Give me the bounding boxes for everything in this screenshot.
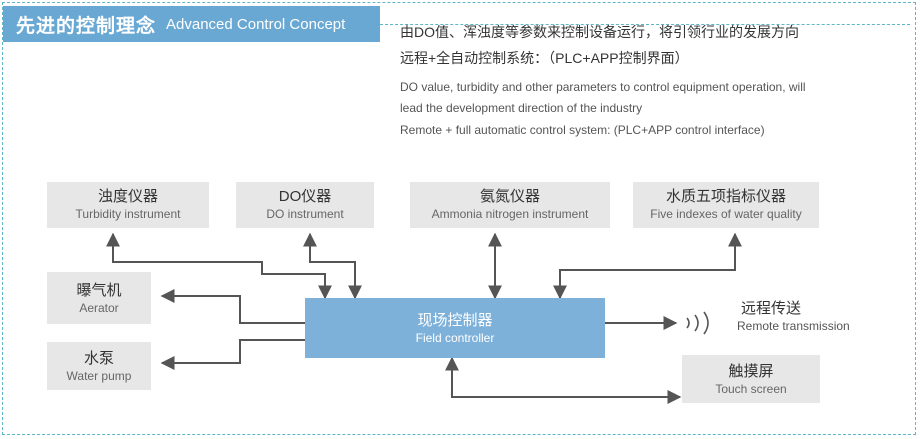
water-quality-box: 水质五项指标仪器 Five indexes of water quality xyxy=(633,182,819,228)
ammonia-zh: 氨氮仪器 xyxy=(479,188,540,205)
title-bar: 先进的控制理念 Advanced Control Concept xyxy=(3,6,380,42)
ammonia-instrument-box: 氨氮仪器 Ammonia nitrogen instrument xyxy=(410,182,610,228)
description-zh-line2: 远程+全自动控制系统：（PLC+APP控制界面） xyxy=(400,50,689,66)
pump-en: Water pump xyxy=(66,369,132,383)
line-aerator xyxy=(160,289,305,324)
touch-zh: 触摸屏 xyxy=(728,363,774,380)
do-zh: DO仪器 xyxy=(278,188,332,205)
turbidity-zh: 浊度仪器 xyxy=(97,188,158,205)
quality-en: Five indexes of water quality xyxy=(650,207,802,221)
do-instrument-box: DO仪器 DO instrument xyxy=(236,182,374,228)
turbidity-en: Turbidity instrument xyxy=(75,207,181,221)
touch-screen-box: 触摸屏 Touch screen xyxy=(682,355,820,403)
touch-en: Touch screen xyxy=(715,382,787,396)
turbidity-instrument-box: 浊度仪器 Turbidity instrument xyxy=(47,182,209,228)
description-en-line1: DO value, turbidity and other parameters… xyxy=(400,80,806,94)
line-quality xyxy=(553,232,742,300)
remote-zh: 远程传送 xyxy=(741,300,802,317)
description-en-line2: lead the development direction of the in… xyxy=(400,101,643,115)
title-en: Advanced Control Concept xyxy=(166,15,346,33)
remote-en: Remote transmission xyxy=(737,319,850,333)
dashed-frame xyxy=(2,2,916,435)
aerator-zh: 曝气机 xyxy=(76,282,122,299)
pump-zh: 水泵 xyxy=(83,350,114,367)
signal-waves-icon xyxy=(686,311,709,335)
do-en: DO instrument xyxy=(266,207,344,221)
water-pump-box: 水泵 Water pump xyxy=(47,342,151,390)
description-zh-line1: 由DO值、浑浊度等参数来控制设备运行，将引领行业的发展方向 xyxy=(400,24,799,40)
line-do-1 xyxy=(303,232,362,300)
description-en-line3: Remote + full automatic control system: … xyxy=(400,123,765,137)
controller-zh: 现场控制器 xyxy=(417,312,493,329)
aerator-box: 曝气机 Aerator xyxy=(47,272,151,324)
controller-en: Field controller xyxy=(415,331,495,345)
title-zh: 先进的控制理念 xyxy=(16,15,157,37)
field-controller-box: 现场控制器 Field controller xyxy=(305,298,605,358)
line-pump xyxy=(160,339,305,370)
title-divider xyxy=(380,24,910,25)
remote-transmission: 远程传送 Remote transmission xyxy=(737,300,850,334)
quality-zh: 水质五项指标仪器 xyxy=(665,188,786,205)
line-touch xyxy=(445,356,682,404)
aerator-en: Aerator xyxy=(79,301,119,315)
ammonia-en: Ammonia nitrogen instrument xyxy=(431,207,589,221)
